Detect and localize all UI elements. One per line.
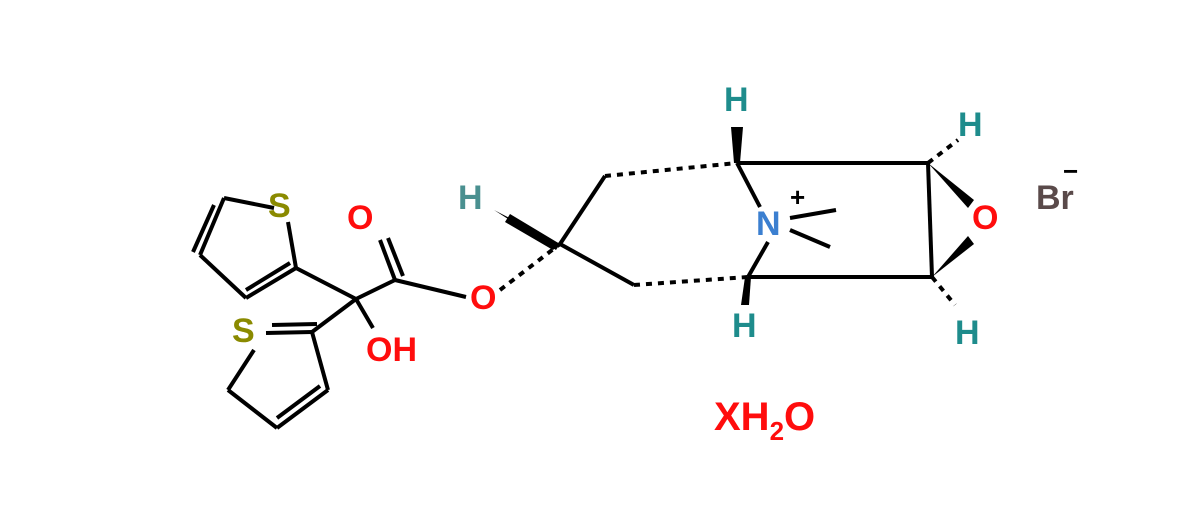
- wedge-bond-h-bridge-top: [731, 127, 743, 163]
- atom-h-left: H: [458, 179, 483, 217]
- wedge-bond-h-bridge-bottom: [741, 277, 751, 305]
- atom-hydroxyl: OH: [366, 331, 417, 369]
- thiophene-ring-top: [191, 196, 298, 300]
- atom-nitrogen: N: [756, 205, 781, 243]
- atom-bromide: Br: [1036, 179, 1074, 217]
- epoxide-ring: [926, 138, 974, 307]
- atom-h-bridge-bottom: H: [732, 307, 757, 345]
- wedge-bond-h-left-dark: [505, 214, 560, 250]
- thiophene-ring-bottom: [226, 322, 330, 430]
- hashed-bond-ester-o: [498, 242, 562, 292]
- atom-h-epoxide-top: H: [958, 106, 983, 144]
- bromide-charge: −: [1063, 156, 1078, 186]
- atom-h-epoxide-bottom: H: [955, 314, 980, 352]
- atom-h-bridge-top: H: [724, 81, 749, 119]
- atom-epoxide-oxygen: O: [972, 199, 998, 237]
- hydrate-subscript: 2: [770, 416, 784, 446]
- atom-sulfur-bottom: S: [232, 312, 255, 350]
- hydrate-prefix: XH: [714, 395, 770, 439]
- ester-linkage: [295, 237, 467, 334]
- atom-sulfur-top: S: [268, 187, 291, 225]
- hydrate-label: XH2O: [714, 395, 815, 446]
- bicyclic-core: [558, 161, 934, 287]
- atom-ester-oxygen: O: [470, 279, 496, 317]
- nitrogen-charge: +: [790, 182, 805, 212]
- hydrate-suffix: O: [784, 395, 815, 439]
- atom-carbonyl-oxygen: O: [347, 199, 373, 237]
